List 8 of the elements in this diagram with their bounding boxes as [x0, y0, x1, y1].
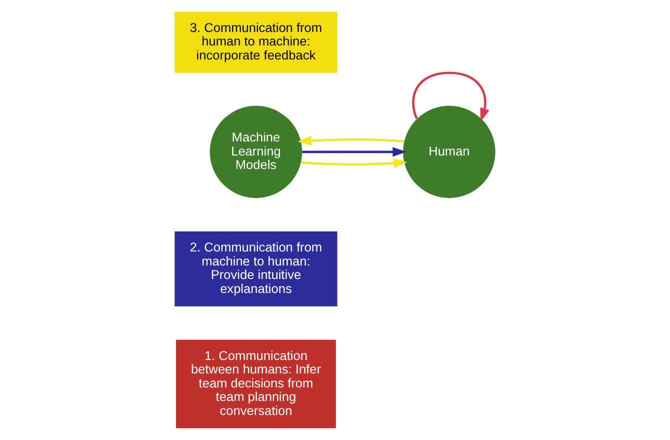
arrow	[300, 158, 408, 168]
arrow	[302, 147, 406, 157]
node-box: 2. Communication from machine to human: Provide intuitive explanations	[174, 231, 338, 306]
arrow	[298, 136, 404, 146]
node-circle: Machine Learning Models	[210, 106, 302, 198]
node-box: 3. Communication from human to machine: incorporate feedback	[174, 12, 338, 73]
arrow	[412, 72, 490, 122]
node-box: 1. Communication between humans: Infer team decisions from team planning conversation	[176, 340, 336, 428]
